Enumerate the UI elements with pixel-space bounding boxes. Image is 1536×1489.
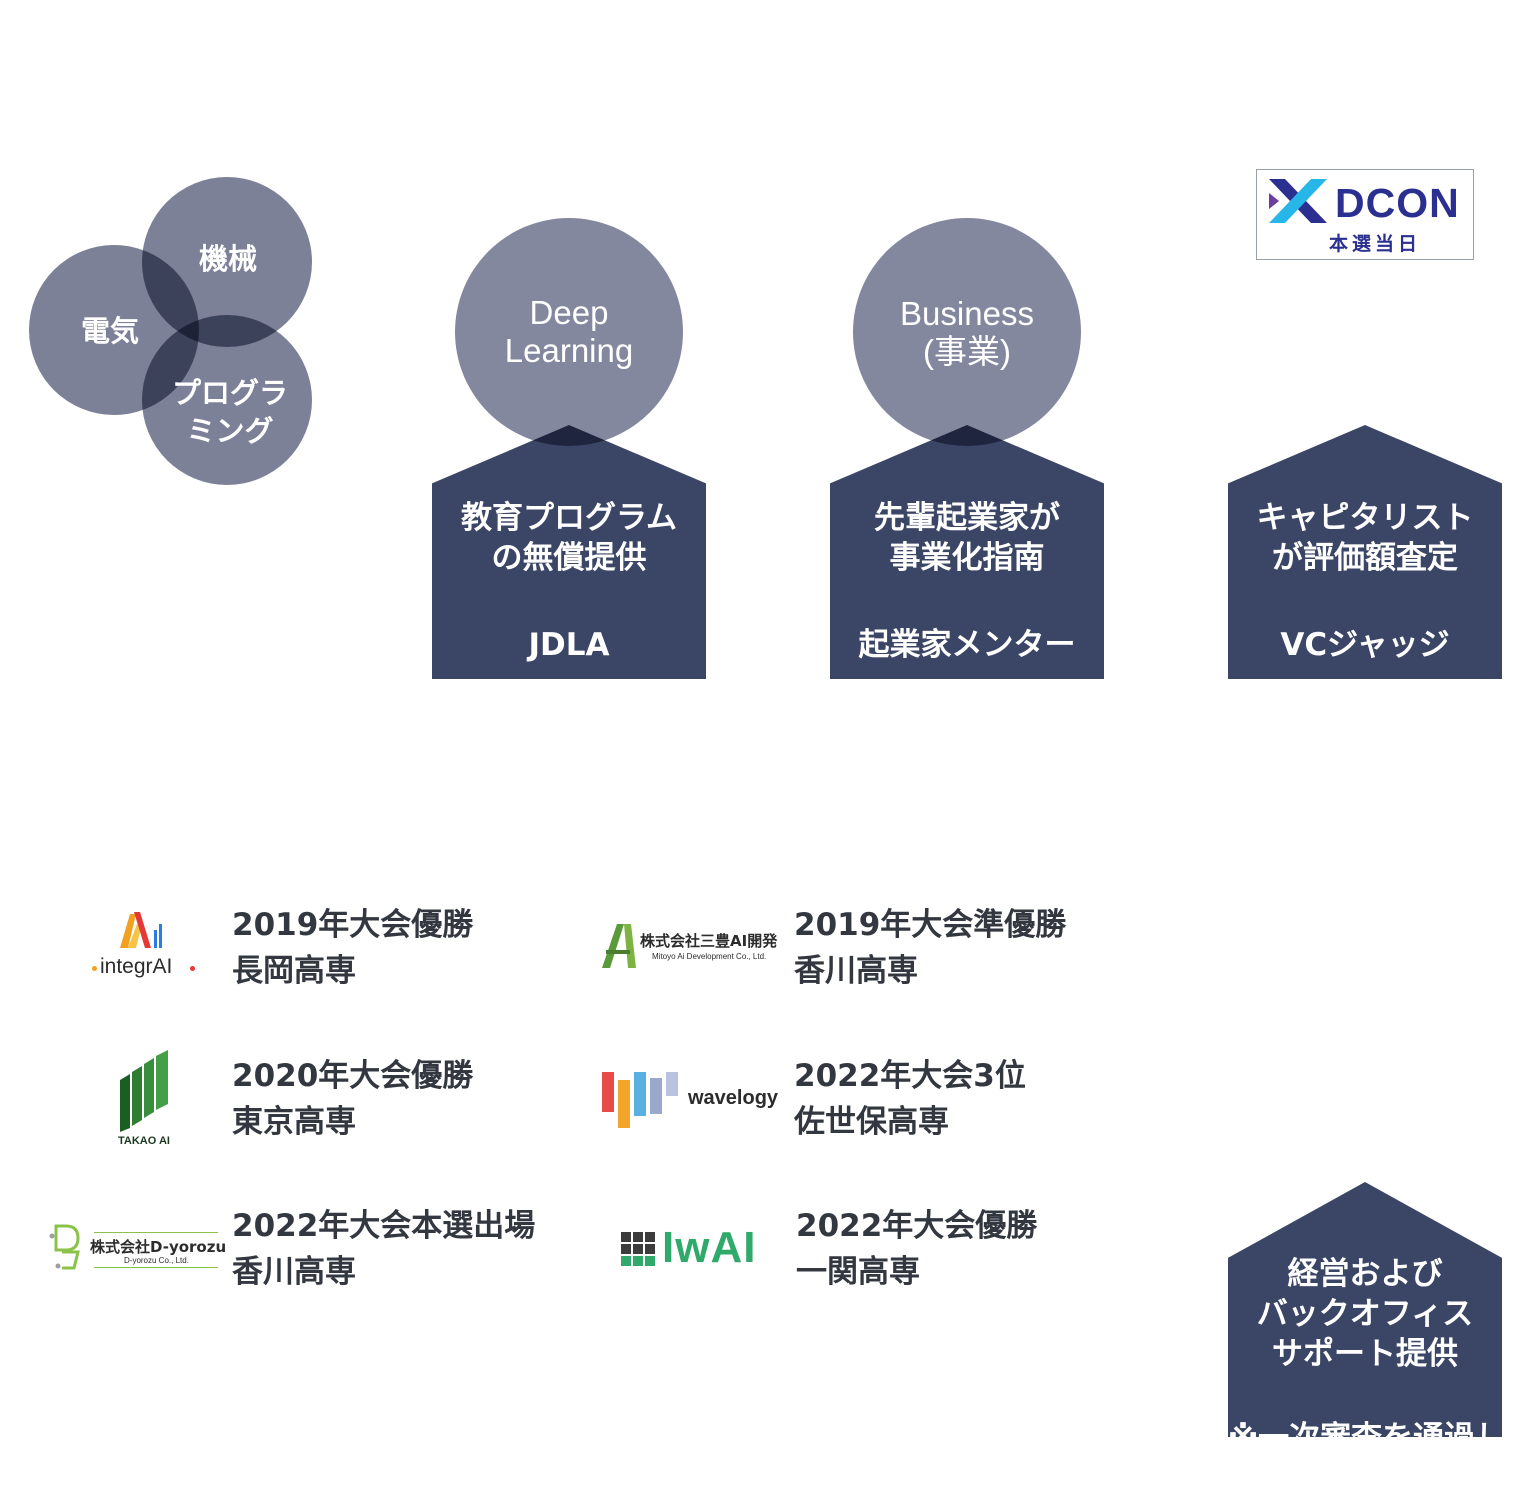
takao-logo-text: TAKAO AI [118,1135,170,1147]
iwai-result-school: 一関高専 [796,1254,920,1290]
iwai-result-year: 2022年大会優勝 [796,1208,1038,1244]
vc-judge-block: キャピタリスト が評価額査定 VCジャッジ [1228,425,1502,679]
deep-learning-circle [455,218,683,446]
mentor-block: 先輩起業家が 事業化指南 起業家メンター [830,425,1104,679]
venn-label-electrical: 電気 [80,314,139,348]
mentor-text: 先輩起業家が 事業化指南 [874,500,1060,576]
mitoyo-logo-english: Mitoyo Ai Development Co., Ltd. [652,952,767,961]
venn-circle-programming [142,315,312,485]
iwai-logo-icon [621,1232,655,1266]
dcon-subtitle: 本選当日 [1328,233,1421,255]
mitoyo-result-year: 2019年大会準優勝 [794,907,1067,943]
education-program-text: 教育プログラム の無償提供 [460,500,678,576]
jdla-label: JDLA [528,627,610,663]
d-yorozu-logo-rule-top [94,1232,218,1233]
backoffice-support-block: 経営および バックオフィス サポート提供 ※一次審査を通過した [1228,1182,1502,1437]
education-program-block: 教育プログラム の無償提供 JDLA [432,425,706,679]
entrepreneur-mentor-label: 起業家メンター [858,627,1076,663]
dcon-title: DCON [1335,180,1460,226]
d-yorozu-result: 2022年大会本選出場 香川高専 [232,1203,535,1295]
d-yorozu-logo-name: 株式会社D-yorozu [90,1238,227,1256]
wavelogy-logo-text: wavelogy [688,1087,779,1109]
takao-result-school: 東京高専 [232,1104,356,1140]
venn-label-programming: プログラ ミング [171,376,288,448]
d-yorozu-logo-english: D-yorozu Co., Ltd. [124,1256,189,1265]
vc-judge-text: キャピタリスト が評価額査定 [1256,500,1474,576]
integrai-dot-left [92,966,97,971]
mitoyo-logo-icon [602,924,636,968]
integrai-logo-icon [120,912,162,948]
takao-result-year: 2020年大会優勝 [232,1058,474,1094]
integrai-result-year: 2019年大会優勝 [232,907,474,943]
mitoyo-logo-name: 株式会社三豊AI開発 [640,932,778,950]
d-yorozu-result-year: 2022年大会本選出場 [232,1208,536,1244]
business-circle-label: Business (事業) [900,295,1034,370]
integrai-result: 2019年大会優勝 長岡高専 [232,902,473,994]
takao-result: 2020年大会優勝 東京高専 [232,1053,473,1145]
deep-learning-circle-label: Deep Learning [504,294,634,369]
backoffice-support-text: 経営および バックオフィス サポート提供 [1256,1256,1474,1372]
mitoyo-result-school: 香川高専 [794,953,918,989]
iwai-result: 2022年大会優勝 一関高専 [796,1203,1037,1295]
integrai-dot-right [190,966,195,971]
wavelogy-result-year: 2022年大会3位 [794,1058,1026,1094]
iwai-logo-text: IwAI [662,1223,757,1272]
wavelogy-result-school: 佐世保高専 [794,1104,949,1140]
dcon-badge: DCON 本選当日 [1256,169,1474,260]
integrai-logo-text: integrAI [100,955,173,978]
vc-judge-label: VCジャッジ [1280,627,1450,663]
backoffice-support-note: ※一次審査を通過した [1228,1418,1502,1437]
integrai-result-school: 長岡高専 [232,953,356,989]
d-yorozu-logo-rule-bottom [94,1267,218,1268]
wavelogy-logo-icon [602,1072,678,1128]
venn-label-mechanical: 機械 [198,242,257,276]
mitoyo-result: 2019年大会準優勝 香川高専 [794,902,1066,994]
d-yorozu-logo-icon [49,1224,80,1270]
dcon-x-logo [1269,179,1327,223]
business-circle [853,218,1081,446]
support-block-wrapper: 経営および バックオフィス サポート提供 ※一次審査を通過した [1228,1182,1502,1437]
wavelogy-result: 2022年大会3位 佐世保高専 [794,1053,1026,1145]
d-yorozu-result-school: 香川高専 [232,1254,356,1290]
takao-logo-icon [120,1050,168,1132]
